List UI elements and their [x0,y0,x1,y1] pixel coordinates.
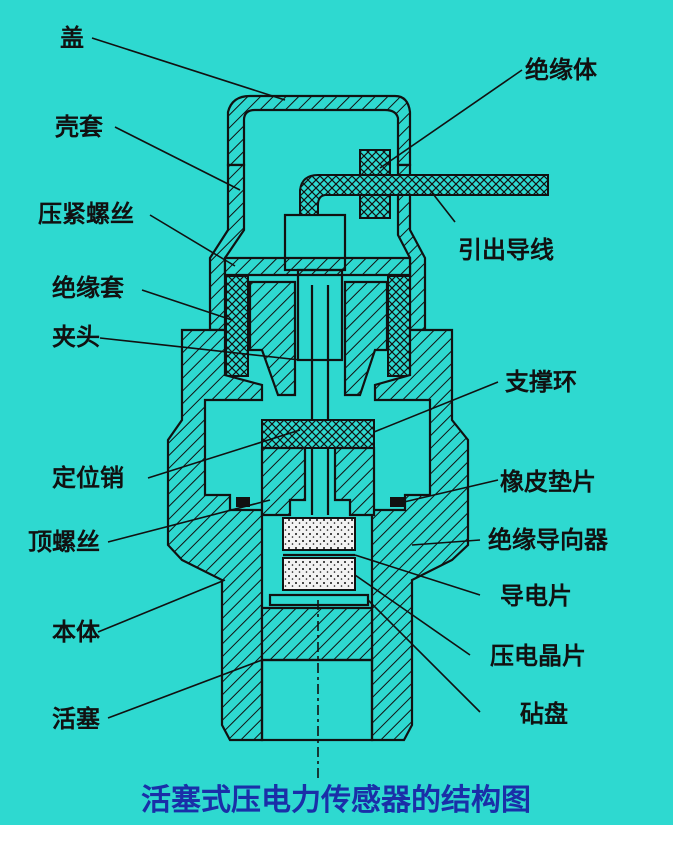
label-chuck: 夹头 [52,323,100,351]
rubber-gasket-left [236,497,250,507]
lead-wire-part [299,174,549,216]
chuck-right [343,280,389,397]
label-insulating-guide: 绝缘导向器 [488,526,609,554]
label-conductive-plate: 导电片 [500,582,572,610]
figure-caption: 活塞式压电力传感器的结构图 [141,783,531,818]
chuck-left [248,280,297,397]
inner-sleeve [260,446,307,517]
label-insulator: 绝缘体 [525,56,598,84]
piezo-crystal-upper [282,517,356,551]
label-anvil: 砧盘 [520,700,568,728]
leader-lines [91,37,523,719]
label-cap: 盖 [60,24,84,52]
diagram-background [0,0,673,825]
label-top-screw: 顶螺丝 [28,528,100,556]
cap-part [226,94,412,167]
label-rubber-gasket: 橡皮垫片 [500,468,596,496]
support-ring-part [261,419,375,449]
piezo-crystal-lower [282,557,356,591]
label-locating-pin: 定位销 [52,464,124,492]
label-clamp-screw: 压紧螺丝 [38,200,134,228]
label-shell: 壳套 [54,113,104,141]
sensor-drawing [166,94,549,780]
label-body: 本体 [52,618,101,646]
label-piezo-crystal: 压电晶片 [490,642,586,670]
clamp-screw-part [223,256,412,277]
insulating-sleeve-left [225,275,249,377]
rubber-gasket-right [390,497,404,507]
label-support-ring: 支撑环 [505,368,577,396]
label-lead-wire: 引出导线 [458,236,554,264]
label-insulating-sleeve: 绝缘套 [52,274,125,302]
insulating-sleeve-right [387,275,411,377]
inner-sleeve-right [333,446,376,517]
label-piston: 活塞 [52,705,100,733]
piston-bore [260,658,374,742]
piston-part [260,606,374,662]
